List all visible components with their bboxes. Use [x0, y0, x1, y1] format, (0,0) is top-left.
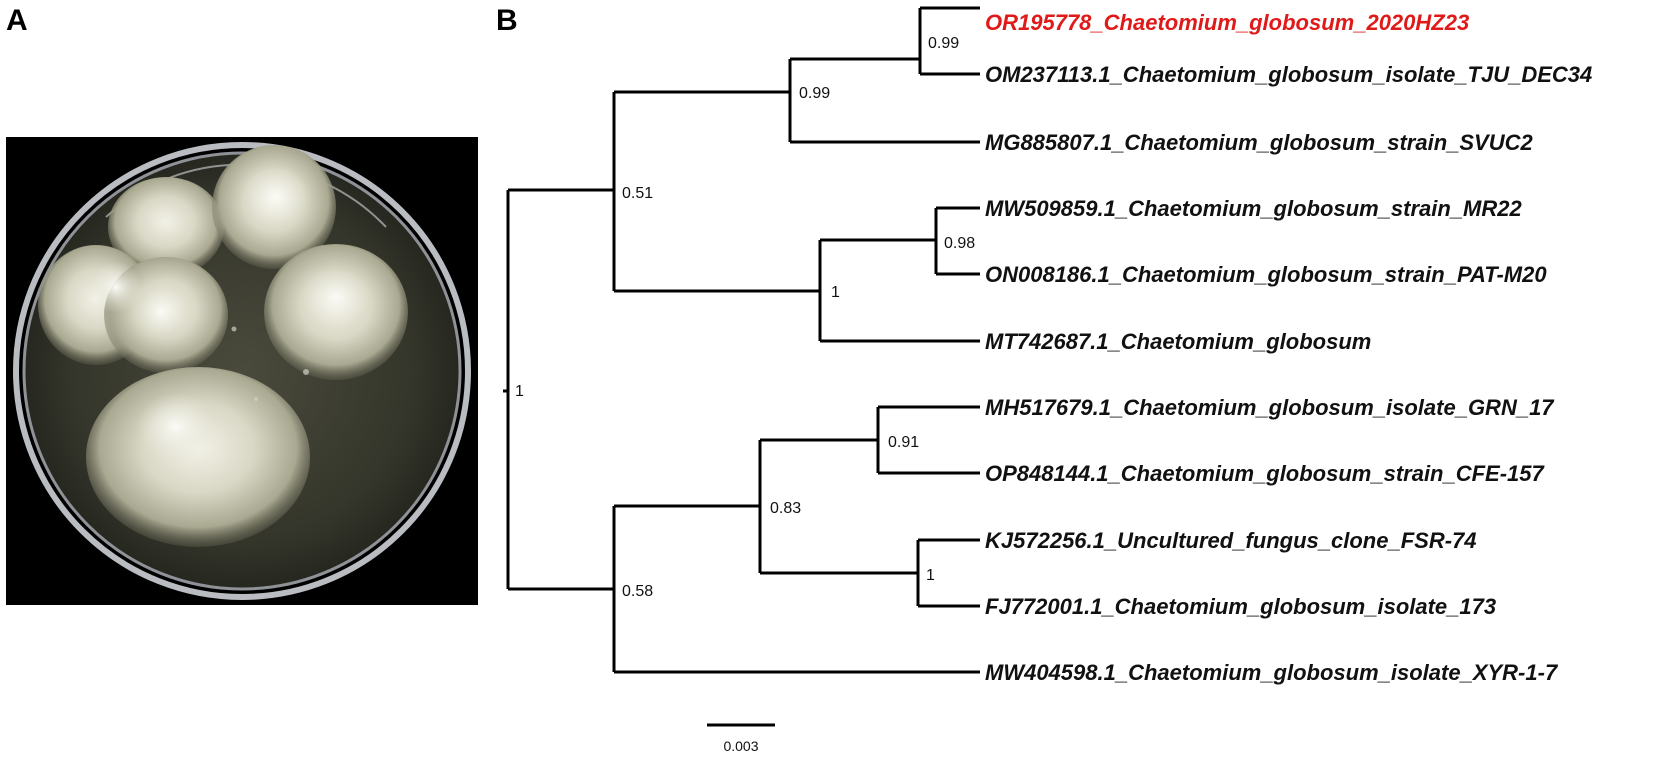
- leaf-labels: OR195778_Chaetomium_globosum_2020HZ23 OM…: [985, 10, 1592, 685]
- support-value-n4: 1: [831, 284, 840, 301]
- support-value-n7: 1: [926, 567, 935, 584]
- leaf-label-or195778: OR195778_Chaetomium_globosum_2020HZ23: [985, 10, 1469, 35]
- support-value-n2: 0.99: [799, 85, 830, 102]
- leaf-label-on008186: ON008186.1_Chaetomium_globosum_strain_PA…: [985, 262, 1547, 287]
- support-value-n8: 0.83: [770, 500, 801, 517]
- support-value-n3: 0.98: [944, 235, 975, 252]
- petri-dish-photo: [6, 137, 478, 605]
- leaf-label-om237113: OM237113.1_Chaetomium_globosum_isolate_T…: [985, 62, 1592, 87]
- leaf-label-mw404598: MW404598.1_Chaetomium_globosum_isolate_X…: [985, 660, 1559, 685]
- support-value-n5: 0.51: [622, 185, 653, 202]
- leaf-label-kj572256: KJ572256.1_Uncultured_fungus_clone_FSR-7…: [985, 528, 1477, 553]
- support-value-n9: 0.58: [622, 583, 653, 600]
- support-value-n6: 0.91: [888, 434, 919, 451]
- leaf-label-fj772001: FJ772001.1_Chaetomium_globosum_isolate_1…: [985, 594, 1496, 619]
- support-values: 0.99 0.99 0.98 1 0.51 0.91 1 0.83 0.58 1: [515, 35, 975, 600]
- leaf-label-mw509859: MW509859.1_Chaetomium_globosum_strain_MR…: [985, 196, 1522, 221]
- fungal-colonies: [38, 145, 408, 547]
- panel-label-b: B: [496, 4, 518, 37]
- leaf-label-mt742687: MT742687.1_Chaetomium_globosum: [985, 329, 1371, 354]
- panel-label-a: A: [6, 4, 28, 37]
- scale-bar: 0.003: [707, 723, 775, 754]
- tree-branches: [503, 6, 980, 674]
- leaf-label-mg885807: MG885807.1_Chaetomium_globosum_strain_SV…: [985, 130, 1534, 155]
- leaf-label-mh517679: MH517679.1_Chaetomium_globosum_isolate_G…: [985, 395, 1555, 420]
- support-value-n1: 0.99: [928, 35, 959, 52]
- leaf-label-op848144: OP848144.1_Chaetomium_globosum_strain_CF…: [985, 461, 1546, 486]
- scale-bar-label: 0.003: [723, 738, 758, 754]
- support-value-root: 1: [515, 383, 524, 400]
